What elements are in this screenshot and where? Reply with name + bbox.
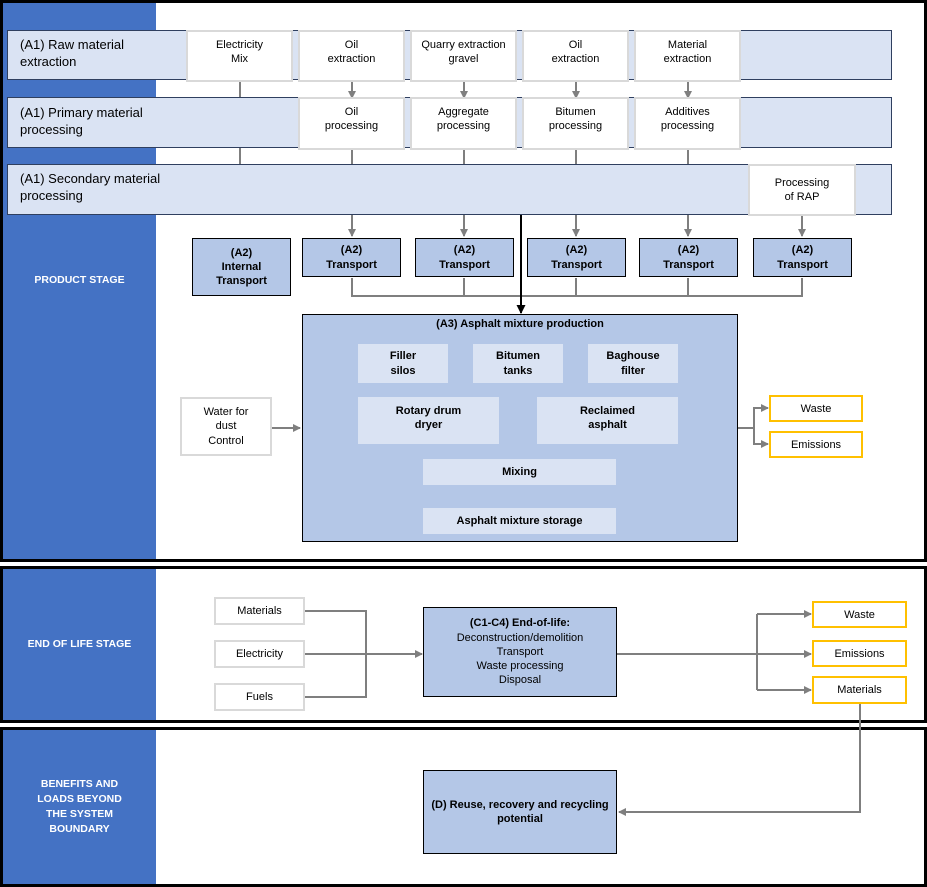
raw-box-material-extraction: Material extraction [634,30,741,82]
transport-1: (A2) Transport [302,238,401,277]
beyond-boundary-label: BENEFITS AND LOADS BEYOND THE SYSTEM BOU… [3,730,156,884]
primary-box-oil-processing: Oil processing [298,97,405,150]
end-of-life-panel: END OF LIFE STAGE [0,566,927,723]
eol-process-line-2: Transport [496,645,544,658]
row-raw-material-label: (A1) Raw material extraction [20,37,125,69]
a3-output-waste: Waste [769,395,863,422]
a3-output-emissions: Emissions [769,431,863,458]
a3-asphalt-storage: Asphalt mixture storage [423,508,616,534]
eol-input-electricity: Electricity [214,640,305,668]
eol-process-box: (C1-C4) End-of-life: Deconstruction/demo… [423,607,617,697]
row-secondary-processing-label: (A1) Secondary material processing [20,171,161,203]
eol-output-waste: Waste [812,601,907,628]
line-transport-collector [351,278,803,297]
eol-output-emissions: Emissions [812,640,907,667]
raw-box-electricity-mix: Electricity Mix [186,30,293,82]
transport-5: (A2) Transport [753,238,852,277]
a3-baghouse-filter: Baghouse filter [588,344,678,383]
a3-filler-silos: Filler silos [358,344,448,383]
transport-4: (A2) Transport [639,238,738,277]
eol-process-line-3: Waste processing [476,660,564,673]
transport-internal: (A2) Internal Transport [192,238,291,296]
a3-title: (A3) Asphalt mixture production [436,318,604,330]
end-of-life-label: END OF LIFE STAGE [3,569,156,720]
eol-input-fuels: Fuels [214,683,305,711]
primary-box-aggregate-processing: Aggregate processing [410,97,517,150]
primary-box-bitumen-processing: Bitumen processing [522,97,629,150]
a3-reclaimed-asphalt: Reclaimed asphalt [537,397,678,444]
product-stage-label: PRODUCT STAGE [3,3,156,559]
row-secondary-processing [7,164,892,215]
arrow-materials-to-d [618,704,861,816]
primary-box-additives-processing: Additives processing [634,97,741,150]
a3-bitumen-tanks: Bitumen tanks [473,344,563,383]
a3-rotary-drum-dryer: Rotary drum dryer [358,397,499,444]
raw-box-quarry-extraction: Quarry extraction gravel [410,30,517,82]
line-eol-inputs [305,610,367,698]
line-eol-outputs [617,614,810,690]
arrow-a3-to-outputs [738,407,768,445]
transport-3: (A2) Transport [527,238,626,277]
raw-box-oil-extraction: Oil extraction [298,30,405,82]
raw-box-oil-extraction-2: Oil extraction [522,30,629,82]
water-dust-control-box: Water for dust Control [180,397,272,456]
eol-process-title: (C1-C4) End-of-life: [469,617,571,630]
eol-process-line-1: Deconstruction/demolition [456,631,584,644]
row-primary-processing-label: (A1) Primary material processing [20,105,143,137]
eol-process-line-4: Disposal [498,674,542,687]
a3-mixing: Mixing [423,459,616,485]
secondary-box-processing-rap: Processing of RAP [748,164,856,216]
transport-2: (A2) Transport [415,238,514,277]
eol-input-materials: Materials [214,597,305,625]
eol-output-materials: Materials [812,676,907,704]
d-reuse-recovery-box: (D) Reuse, recovery and recycling potent… [423,770,617,854]
